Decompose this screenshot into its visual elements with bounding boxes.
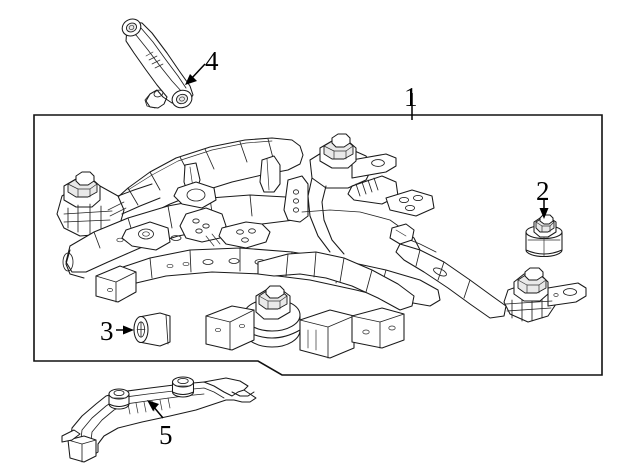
callout-3-leader [116,325,134,335]
callout-label-1: 1 [404,82,418,112]
part-2-bushing-mount [525,214,563,258]
callout-2-leader [539,200,549,219]
callout-label-2: 2 [536,176,550,206]
subframe-assembly [56,133,587,359]
main-assembly-box [33,114,603,376]
bracket-collar-right [171,376,195,398]
callout-label-3: 3 [100,316,114,346]
part-4-control-arm [121,18,194,109]
callout-label-4: 4 [205,46,219,76]
part-5-reinforcement-bracket [61,376,257,463]
callout-5-leader [147,400,164,419]
right-mount-tower [503,267,587,323]
callout-label-5: 5 [159,420,173,450]
callout-4-leader [185,63,206,85]
part-3-bushing-sleeve [133,312,171,347]
bracket-collar-left [108,388,130,410]
center-mount-boss [243,285,301,348]
